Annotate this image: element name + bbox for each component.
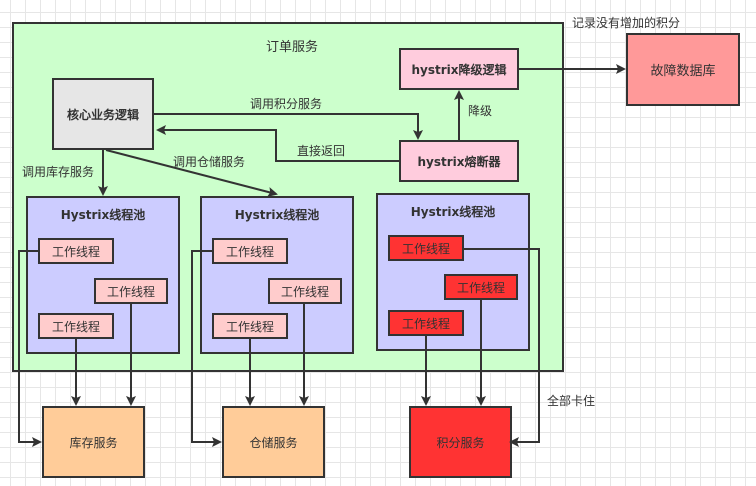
worker-thread-label: 工作线程 (106, 284, 155, 299)
worker-thread[interactable]: 工作线程 (268, 278, 342, 304)
edge-worker-points (464, 248, 540, 447)
worker-thread[interactable]: 工作线程 (38, 313, 114, 339)
hystrix-fallback-logic[interactable]: hystrix降级逻辑 (399, 48, 519, 90)
label-degrade: 降级 (468, 104, 493, 118)
worker-thread-label: 工作线程 (401, 241, 450, 256)
worker-thread-label: 工作线程 (51, 244, 100, 259)
label-record-points: 记录没有增加的积分 (572, 16, 681, 30)
label-call-points: 调用积分服务 (250, 97, 323, 111)
fault-database-label: 故障数据库 (650, 64, 716, 79)
edge-worker-warehouse (191, 250, 222, 447)
hystrix-circuit-breaker[interactable]: hystrix熔断器 (399, 140, 519, 182)
worker-thread-blocked[interactable]: 工作线程 (388, 310, 464, 336)
worker-thread[interactable]: 工作线程 (212, 238, 288, 264)
points-service-label: 积分服务 (436, 435, 485, 450)
worker-thread-label: 工作线程 (225, 319, 274, 334)
fault-database[interactable]: 故障数据库 (626, 33, 740, 106)
edge-worker-inventory (18, 250, 42, 447)
worker-thread-blocked[interactable]: 工作线程 (444, 274, 518, 300)
label-all-stuck: 全部卡住 (547, 394, 596, 408)
thread-pool-title: Hystrix线程池 (234, 208, 320, 222)
core-business-logic[interactable]: 核心业务逻辑 (52, 78, 154, 150)
hystrix-fallback-label: hystrix降级逻辑 (411, 62, 507, 77)
inventory-service[interactable]: 库存服务 (42, 406, 145, 478)
thread-pool-title: Hystrix线程池 (60, 208, 146, 222)
worker-thread-label: 工作线程 (51, 319, 100, 334)
worker-thread-label: 工作线程 (280, 284, 329, 299)
label-call-warehouse: 调用仓储服务 (173, 155, 246, 169)
worker-thread-blocked[interactable]: 工作线程 (388, 235, 464, 261)
core-business-logic-label: 核心业务逻辑 (66, 107, 139, 122)
worker-thread-label: 工作线程 (401, 316, 450, 331)
edge-call-points (154, 113, 423, 140)
worker-thread-label: 工作线程 (225, 244, 274, 259)
edge-call-warehouse (105, 149, 278, 197)
order-service-title: 订单服务 (266, 40, 319, 55)
worker-thread[interactable]: 工作线程 (94, 278, 168, 304)
hystrix-circuit-breaker-label: hystrix熔断器 (417, 154, 501, 169)
worker-thread[interactable]: 工作线程 (38, 238, 114, 264)
inventory-service-label: 库存服务 (69, 435, 118, 450)
worker-thread-label: 工作线程 (456, 280, 505, 295)
edge-return-direct (156, 125, 399, 162)
worker-thread[interactable]: 工作线程 (212, 313, 288, 339)
points-service[interactable]: 积分服务 (409, 406, 512, 478)
warehouse-service[interactable]: 仓储服务 (222, 406, 325, 478)
label-return-direct: 直接返回 (297, 144, 346, 158)
thread-pool-title: Hystrix线程池 (410, 205, 496, 219)
label-call-inventory: 调用库存服务 (22, 165, 95, 179)
warehouse-service-label: 仓储服务 (249, 435, 298, 450)
